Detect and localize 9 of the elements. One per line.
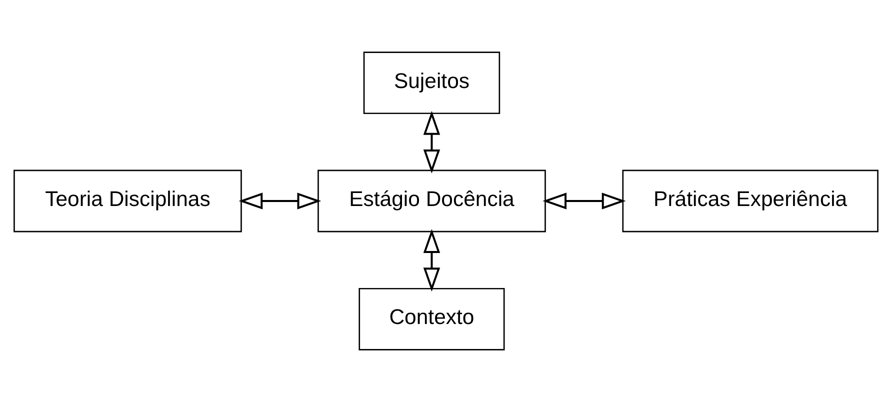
node-box: Teoria Disciplinas: [14, 169, 242, 232]
node-box: Práticas Experiência: [622, 169, 878, 232]
arrow: [542, 192, 626, 209]
arrow: [238, 192, 322, 209]
node-box: Contexto: [358, 287, 505, 350]
node-box: Estágio Docência: [318, 169, 546, 232]
node-box: Sujeitos: [363, 51, 500, 114]
arrow: [423, 228, 440, 292]
arrow: [423, 110, 440, 173]
